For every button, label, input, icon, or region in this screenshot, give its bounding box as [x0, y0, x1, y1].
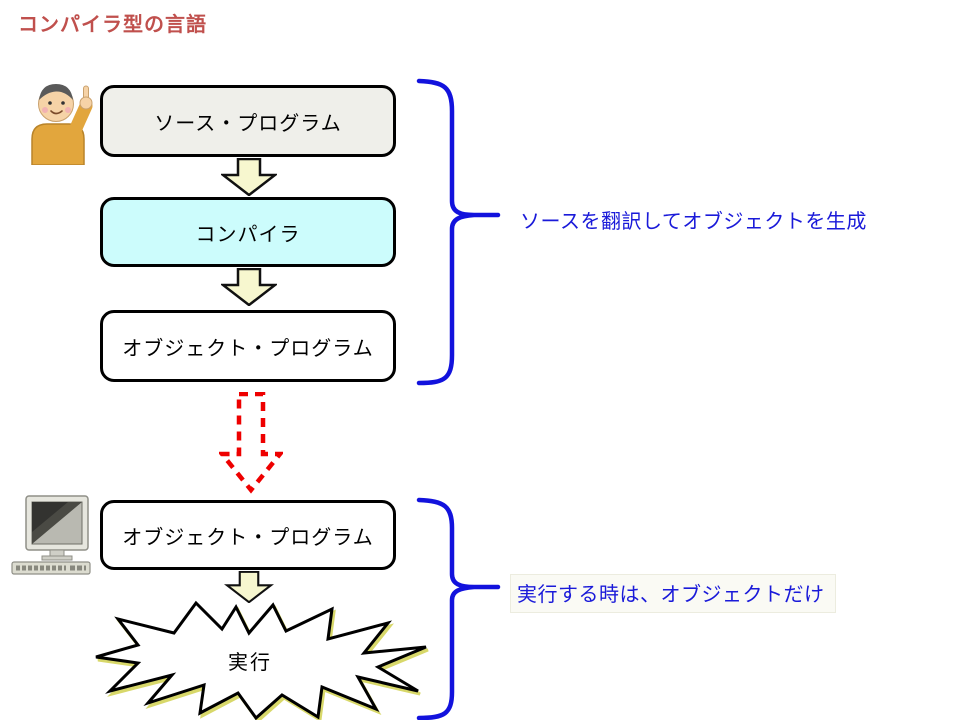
compiler-box: コンパイラ — [100, 197, 396, 267]
annotation-run: 実行する時は、オブジェクトだけ — [510, 574, 836, 613]
object-program-box-2: オブジェクト・プログラム — [100, 500, 396, 570]
page-title: コンパイラ型の言語 — [18, 14, 207, 36]
object-program-2-label: オブジェクト・プログラム — [122, 526, 374, 549]
down-arrow-icon — [224, 571, 274, 603]
down-arrow-icon — [221, 268, 277, 306]
computer-icon — [11, 495, 91, 575]
execution-label: 実行 — [228, 652, 272, 674]
brace-run-group — [416, 497, 501, 720]
dashed-down-arrow-icon — [219, 392, 283, 494]
person-icon — [31, 84, 93, 165]
execution-burst — [95, 600, 427, 720]
object-program-box: オブジェクト・プログラム — [100, 310, 396, 382]
compiler-label: コンパイラ — [195, 223, 301, 246]
object-program-label: オブジェクト・プログラム — [122, 337, 374, 360]
source-program-box: ソース・プログラム — [100, 85, 396, 157]
annotation-compile: ソースを翻訳してオブジェクトを生成 — [520, 211, 867, 233]
down-arrow-icon — [221, 158, 277, 196]
brace-compile-group — [416, 78, 501, 386]
source-program-label: ソース・プログラム — [154, 112, 342, 135]
